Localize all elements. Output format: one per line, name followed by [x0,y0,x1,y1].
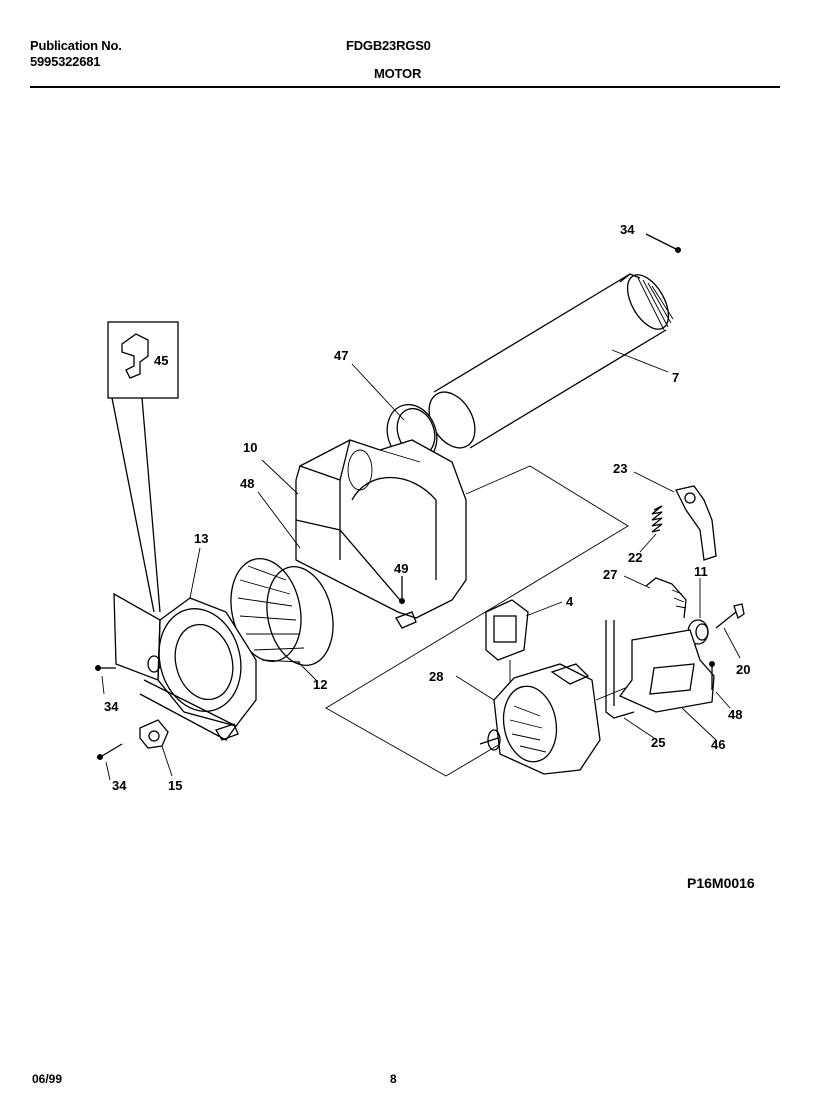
screw-34-bottom [97,743,123,781]
callout-13: 13 [194,531,209,546]
drawing-code: P16M0016 [687,875,755,891]
screw-34-left [95,665,116,695]
callout-48-right: 48 [728,707,743,722]
base-plate-outline [325,465,629,777]
footer-date: 06/99 [32,1072,63,1086]
idler-arm-23 [633,471,717,561]
front-housing-13 [113,547,257,741]
callout-12: 12 [313,677,328,692]
callout-28: 28 [429,669,444,684]
publication-number: 5995322681 [30,54,101,69]
callout-34-left: 34 [104,699,119,714]
callout-23: 23 [613,461,628,476]
header-rule [30,86,780,88]
callout-25: 25 [651,735,666,750]
callout-27: 27 [603,567,618,582]
part-45-callout-box [107,321,179,613]
clip-27 [623,575,687,619]
screw-49 [395,576,417,629]
callout-45: 45 [154,353,169,368]
screw-34-top [645,233,681,253]
footer-page-number: 8 [390,1072,397,1086]
callout-22: 22 [628,550,643,565]
callout-34-bottom: 34 [112,778,127,793]
blower-wheel-12 [230,557,334,681]
callout-47: 47 [334,348,349,363]
blower-housing-10 [257,439,467,619]
callout-34-top: 34 [620,222,635,237]
callout-11: 11 [694,564,708,579]
motor-28 [455,663,641,775]
belt-guide-25 [605,620,655,739]
callout-10: 10 [243,440,258,455]
callout-48-left: 48 [240,476,255,491]
callout-20: 20 [736,662,751,677]
motor-mount-46 [618,629,717,741]
model-number: FDGB23RGS0 [346,38,431,53]
callout-49: 49 [394,561,409,576]
bracket-4 [485,599,563,690]
callout-46: 46 [711,737,726,752]
callout-7: 7 [672,370,680,385]
callout-4: 4 [566,594,574,609]
section-title: MOTOR [374,66,422,81]
screw-48-right [709,661,731,709]
exhaust-duct-7 [428,273,674,449]
spring-22 [639,505,663,553]
thermostat-15 [139,719,173,777]
bolt-20 [715,603,745,659]
callout-15: 15 [168,778,183,793]
publication-label: Publication No. [30,38,122,53]
